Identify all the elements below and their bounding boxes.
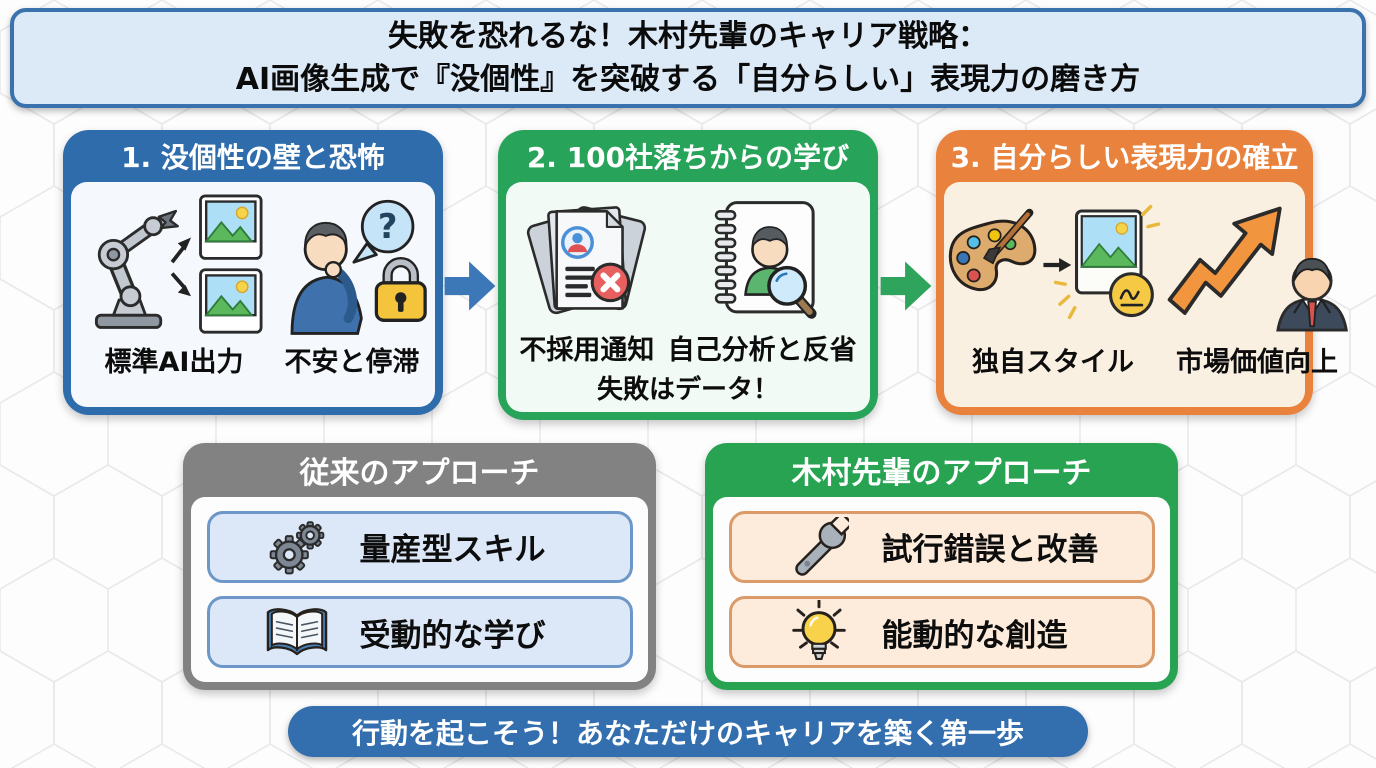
comparison-box-kimura: 木村先輩のアプローチ 試行錯誤と改善 <box>705 443 1178 690</box>
palette-to-signed-image-icon <box>944 194 1162 336</box>
step-2-note: 失敗はデータ！ <box>596 375 779 405</box>
step-1-item-1: 標準AI出力 <box>79 194 269 379</box>
title-line-2: AI画像生成で『没個性』を突破する「自分らしい」表現力の磨き方 <box>235 62 1141 97</box>
comparison-left-header: 従来のアプローチ <box>299 456 540 491</box>
comparison-box-traditional: 従来のアプローチ <box>183 443 656 690</box>
comparison-left-body: 量産型スキル <box>191 497 648 682</box>
title-banner: 失敗を恐れるな！木村先輩のキャリア戦略： AI画像生成で『没個性』を突破する「自… <box>10 8 1366 108</box>
comparison-left-item-2: 受動的な学び <box>206 596 633 669</box>
step-1-item-2: ? <box>277 194 427 379</box>
gears-icon <box>264 515 330 579</box>
step-box-1: 1. 没個性の壁と恐怖 <box>63 130 443 415</box>
growth-arrow-person-icon <box>1162 194 1352 336</box>
title-line-1: 失敗を恐れるな！木村先輩のキャリア戦略： <box>388 18 988 54</box>
step-2-item-2: 自己分析と反省 <box>668 194 857 367</box>
worried-person-lock-icon: ? <box>277 194 427 336</box>
svg-text:?: ? <box>378 207 398 246</box>
step-2-header: 2. 100社落ちからの学び <box>526 141 850 174</box>
robot-arm-to-images-icon <box>79 194 269 336</box>
comparison-left-item-1: 量産型スキル <box>206 510 633 583</box>
comparison-right-item-2: 能動的な創造 <box>728 596 1155 669</box>
step-3-item-1: 独自スタイル <box>944 194 1162 379</box>
step-1-item-2-label: 不安と停滞 <box>284 347 420 378</box>
comparison-right-item-2-label: 能動的な創造 <box>881 617 1068 654</box>
flow-arrow-green-icon <box>880 257 932 319</box>
comparison-right-item-1: 試行錯誤と改善 <box>728 510 1155 583</box>
wrench-icon <box>786 515 852 579</box>
step-3-header: 3. 自分らしい表現力の確立 <box>950 141 1299 174</box>
self-analysis-notebook-icon <box>697 194 827 324</box>
step-2-item-2-label: 自己分析と反省 <box>667 335 857 366</box>
step-3-body: 独自スタイル <box>944 182 1348 407</box>
step-3-item-2-label: 市場価値向上 <box>1176 347 1338 378</box>
flow-arrow-blue-icon <box>444 257 496 319</box>
footer-call-to-action: 行動を起こそう！あなただけのキャリアを築く第一歩 <box>288 706 1088 757</box>
comparison-right-header: 木村先輩のアプローチ <box>791 456 1092 491</box>
step-3-item-1-label: 独自スタイル <box>972 347 1134 378</box>
open-book-icon <box>264 600 330 664</box>
step-1-body: 標準AI出力 ? <box>71 182 435 407</box>
step-box-3: 3. 自分らしい表現力の確立 <box>936 130 1348 415</box>
comparison-right-body: 試行錯誤と改善 <box>713 497 1170 682</box>
step-box-2: 2. 100社落ちからの学び <box>498 130 878 420</box>
lightbulb-icon <box>786 600 852 664</box>
step-2-item-1: 不採用通知 <box>519 194 654 367</box>
comparison-left-item-2-label: 受動的な学び <box>359 617 546 654</box>
step-1-header: 1. 没個性の壁と恐怖 <box>121 141 385 174</box>
step-2-body: 不採用通知 <box>506 182 870 412</box>
rejection-letters-icon <box>522 194 652 324</box>
step-3-item-2: 市場価値向上 <box>1162 194 1352 379</box>
comparison-left-item-1-label: 量産型スキル <box>359 532 546 569</box>
comparison-right-item-1-label: 試行錯誤と改善 <box>881 532 1099 569</box>
step-1-item-1-label: 標準AI出力 <box>104 347 244 378</box>
step-2-item-1-label: 不採用通知 <box>519 335 655 366</box>
